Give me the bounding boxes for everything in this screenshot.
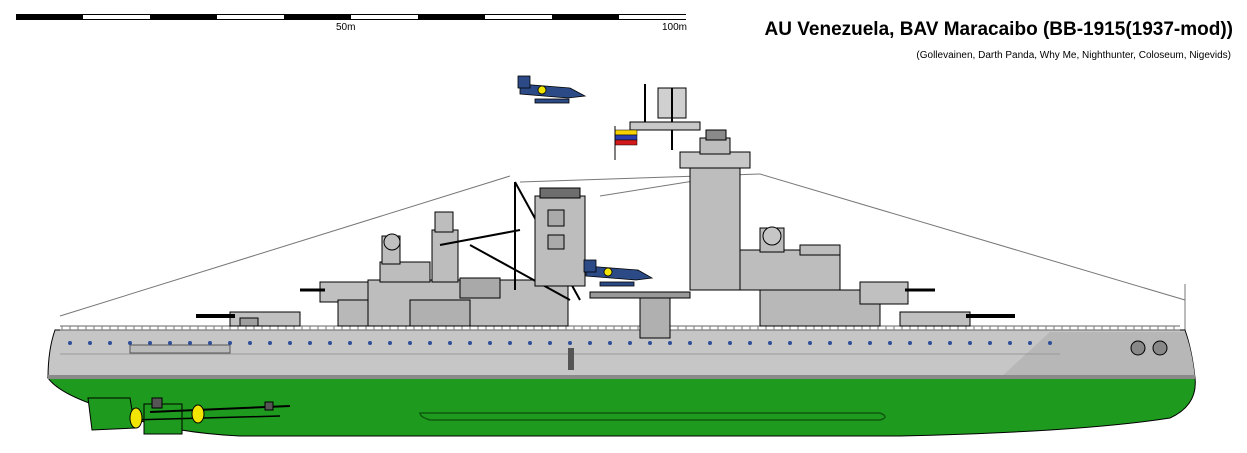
scale-bar: 50m 100m xyxy=(16,14,688,44)
porthole xyxy=(608,341,612,345)
scale-segment xyxy=(284,14,351,20)
porthole xyxy=(628,341,632,345)
porthole xyxy=(388,341,392,345)
porthole xyxy=(248,341,252,345)
scale-segment xyxy=(217,14,284,20)
porthole xyxy=(488,341,492,345)
porthole xyxy=(748,341,752,345)
porthole xyxy=(868,341,872,345)
fore-tower xyxy=(629,84,751,291)
propeller-icon xyxy=(129,404,205,429)
seaplane-icon xyxy=(583,259,654,287)
porthole xyxy=(468,341,472,345)
scale-segment xyxy=(418,14,485,20)
porthole xyxy=(108,341,112,345)
porthole xyxy=(208,341,212,345)
porthole xyxy=(948,341,952,345)
scale-segment xyxy=(485,14,552,20)
venezuela-flag-icon xyxy=(614,126,638,160)
porthole xyxy=(768,341,772,345)
forward-superstructure xyxy=(739,226,881,327)
propulsion xyxy=(87,397,291,435)
porthole xyxy=(888,341,892,345)
porthole xyxy=(348,341,352,345)
porthole xyxy=(848,341,852,345)
forward-turret xyxy=(899,311,1015,327)
anchor-icon xyxy=(1130,340,1168,356)
scale-segment xyxy=(619,14,686,20)
boot-topping xyxy=(48,375,1195,379)
porthole xyxy=(648,341,652,345)
porthole xyxy=(568,341,572,345)
porthole xyxy=(708,341,712,345)
rail-posts xyxy=(61,326,1175,330)
scale-segment xyxy=(83,14,150,20)
porthole xyxy=(188,341,192,345)
porthole xyxy=(448,341,452,345)
porthole xyxy=(288,341,292,345)
scale-segment xyxy=(150,14,217,20)
porthole xyxy=(668,341,672,345)
porthole xyxy=(128,341,132,345)
porthole xyxy=(928,341,932,345)
rudder xyxy=(87,397,136,431)
porthole xyxy=(828,341,832,345)
seaplane-icon xyxy=(517,75,587,104)
bilge-keel xyxy=(419,412,886,421)
anchor-hawse xyxy=(568,348,574,370)
porthole xyxy=(148,341,152,345)
funnel xyxy=(534,187,586,287)
porthole xyxy=(368,341,372,345)
aft-superfiring-turret xyxy=(300,281,379,327)
porthole xyxy=(408,341,412,345)
porthole xyxy=(328,341,332,345)
porthole xyxy=(508,341,512,345)
aft-turret xyxy=(196,311,301,327)
scale-segment xyxy=(16,14,83,20)
porthole xyxy=(728,341,732,345)
porthole xyxy=(528,341,532,345)
stern-deck-cut xyxy=(129,344,231,354)
forward-superfiring-turret xyxy=(859,281,935,305)
scale-segment xyxy=(351,14,418,20)
porthole xyxy=(168,341,172,345)
credits-line: (Gollevainen, Darth Panda, Why Me, Night… xyxy=(916,50,1231,61)
porthole xyxy=(908,341,912,345)
aft-superstructure xyxy=(367,211,569,327)
porthole xyxy=(1008,341,1012,345)
porthole xyxy=(1028,341,1032,345)
porthole xyxy=(588,341,592,345)
portholes xyxy=(68,341,1052,345)
porthole xyxy=(308,341,312,345)
scale-label-end: 100m xyxy=(662,22,688,33)
porthole xyxy=(808,341,812,345)
page-title: AU Venezuela, BAV Maracaibo (BB-1915(193… xyxy=(764,19,1233,40)
porthole xyxy=(1048,341,1052,345)
porthole xyxy=(548,341,552,345)
scale-segment xyxy=(552,14,619,20)
porthole xyxy=(268,341,272,345)
scale-label-mid: 50m xyxy=(336,22,356,33)
rigging-wires xyxy=(59,173,1186,330)
porthole xyxy=(88,341,92,345)
deck-railing xyxy=(60,325,1180,331)
porthole xyxy=(688,341,692,345)
underwater-hull xyxy=(47,377,1196,437)
catapult xyxy=(589,291,691,339)
porthole xyxy=(68,341,72,345)
porthole xyxy=(968,341,972,345)
porthole xyxy=(228,341,232,345)
porthole xyxy=(428,341,432,345)
porthole xyxy=(988,341,992,345)
porthole xyxy=(788,341,792,345)
